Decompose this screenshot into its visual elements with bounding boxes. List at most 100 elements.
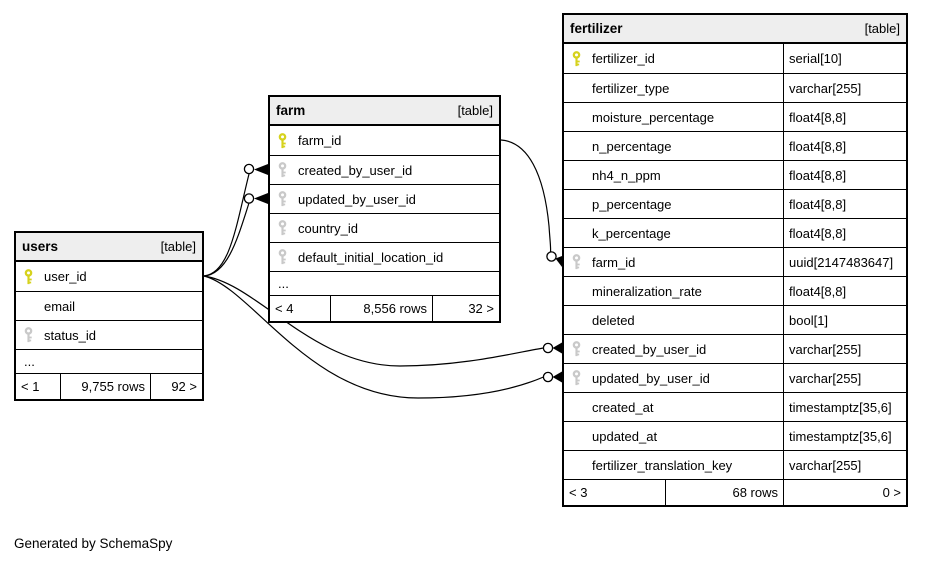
column-type: varchar[255] — [783, 451, 906, 479]
relationship-line — [203, 202, 250, 277]
foreign-key-icon — [277, 220, 288, 236]
column-row: moisture_percentage float4[8,8] — [564, 102, 906, 131]
column-name: updated_by_user_id — [592, 370, 710, 386]
footer-children-count: 32 > — [468, 301, 494, 316]
column-row: fertilizer_type varchar[255] — [564, 73, 906, 102]
foreign-key-icon — [571, 254, 582, 270]
column-row: country_id — [270, 213, 499, 242]
column-row: created_at timestamptz[35,6] — [564, 392, 906, 421]
relationship-line — [500, 139, 552, 253]
footer-row-count: 68 rows — [665, 480, 784, 505]
column-type: serial[10] — [783, 44, 906, 73]
table-tag: [table] — [457, 103, 493, 118]
column-type: bool[1] — [783, 306, 906, 334]
column-name: fertilizer_type — [592, 80, 670, 96]
column-name: country_id — [298, 220, 358, 236]
table-fertilizer-footer: < 3 68 rows 0 > — [564, 479, 906, 505]
table-name: users — [22, 239, 59, 254]
column-type: float4[8,8] — [783, 190, 906, 218]
relationship-arrowhead — [555, 256, 562, 267]
column-name: created_at — [592, 399, 654, 415]
relationship-farm.farm_id-to-fertilizer.farm_id — [500, 139, 562, 267]
footer-row-count: 8,556 rows — [330, 296, 433, 321]
table-tag: [table] — [864, 21, 900, 36]
column-name: moisture_percentage — [592, 109, 715, 125]
table-users-header[interactable]: users [table] — [16, 233, 202, 262]
column-type: float4[8,8] — [783, 103, 906, 131]
relationship-arrowhead — [254, 193, 268, 204]
relationship-circle-marker — [542, 342, 554, 354]
column-type: varchar[255] — [783, 364, 906, 392]
column-row: status_id — [16, 320, 202, 349]
relationship-circle-marker — [546, 251, 557, 262]
relationship-circle-marker — [542, 371, 554, 383]
column-row: created_by_user_id varchar[255] — [564, 334, 906, 363]
ellipsis-row: ... — [16, 349, 202, 373]
column-row: fertilizer_id serial[10] — [564, 44, 906, 73]
column-type: varchar[255] — [783, 74, 906, 102]
footer-children-count: 92 > — [171, 379, 197, 394]
relationship-users.user_id-to-fertilizer.created_by_user_id — [203, 275, 562, 367]
column-name: farm_id — [592, 254, 636, 270]
column-type: float4[8,8] — [783, 132, 906, 160]
column-name: created_by_user_id — [592, 341, 707, 357]
relationship-arrowhead — [552, 342, 562, 354]
table-fertilizer-header[interactable]: fertilizer [table] — [564, 15, 906, 44]
column-name: ... — [24, 354, 35, 369]
column-row: email — [16, 291, 202, 320]
column-name: updated_by_user_id — [298, 191, 416, 207]
ellipsis-row: ... — [270, 271, 499, 295]
column-row: fertilizer_translation_key varchar[255] — [564, 450, 906, 479]
column-name: ... — [278, 276, 289, 291]
relationship-line — [203, 275, 544, 367]
footer-parents-count: < 3 — [569, 485, 588, 500]
footer-parents-count: < 1 — [21, 379, 40, 394]
relationship-users.user_id-to-fertilizer.updated_by_user_id — [203, 275, 562, 399]
foreign-key-icon — [571, 341, 582, 357]
relationship-users.user_id-to-farm.updated_by_user_id — [203, 193, 268, 277]
table-users-footer: < 1 9,755 rows 92 > — [16, 373, 202, 399]
column-name: fertilizer_id — [592, 51, 655, 66]
column-type: float4[8,8] — [783, 219, 906, 247]
column-name: k_percentage — [592, 225, 671, 241]
foreign-key-icon — [277, 162, 288, 178]
column-name: mineralization_rate — [592, 283, 702, 299]
column-name: nh4_n_ppm — [592, 167, 661, 183]
column-row: updated_by_user_id varchar[255] — [564, 363, 906, 392]
footer-children-count: 0 > — [882, 485, 901, 500]
table-farm-header[interactable]: farm [table] — [270, 97, 499, 126]
foreign-key-icon — [277, 191, 288, 207]
column-type: varchar[255] — [783, 335, 906, 363]
relationship-arrowhead — [552, 371, 562, 383]
footer-parents-count: < 4 — [275, 301, 294, 316]
column-row: k_percentage float4[8,8] — [564, 218, 906, 247]
primary-key-icon — [23, 268, 34, 285]
table-tag: [table] — [160, 239, 196, 254]
foreign-key-icon — [23, 327, 34, 343]
column-type: float4[8,8] — [783, 161, 906, 189]
column-type: timestamptz[35,6] — [783, 393, 906, 421]
column-name: fertilizer_translation_key — [592, 457, 733, 473]
column-name: email — [44, 298, 76, 314]
column-name: updated_at — [592, 428, 658, 444]
relationship-circle-marker — [243, 193, 255, 204]
column-row: default_initial_location_id — [270, 242, 499, 271]
relationship-users.user_id-to-farm.created_by_user_id — [203, 163, 268, 277]
table-name: fertilizer — [570, 21, 623, 36]
footer-row-count: 9,755 rows — [60, 374, 151, 399]
column-name: user_id — [44, 269, 87, 284]
table-name: farm — [276, 103, 306, 118]
column-row: created_by_user_id — [270, 155, 499, 184]
column-name: status_id — [44, 327, 97, 343]
